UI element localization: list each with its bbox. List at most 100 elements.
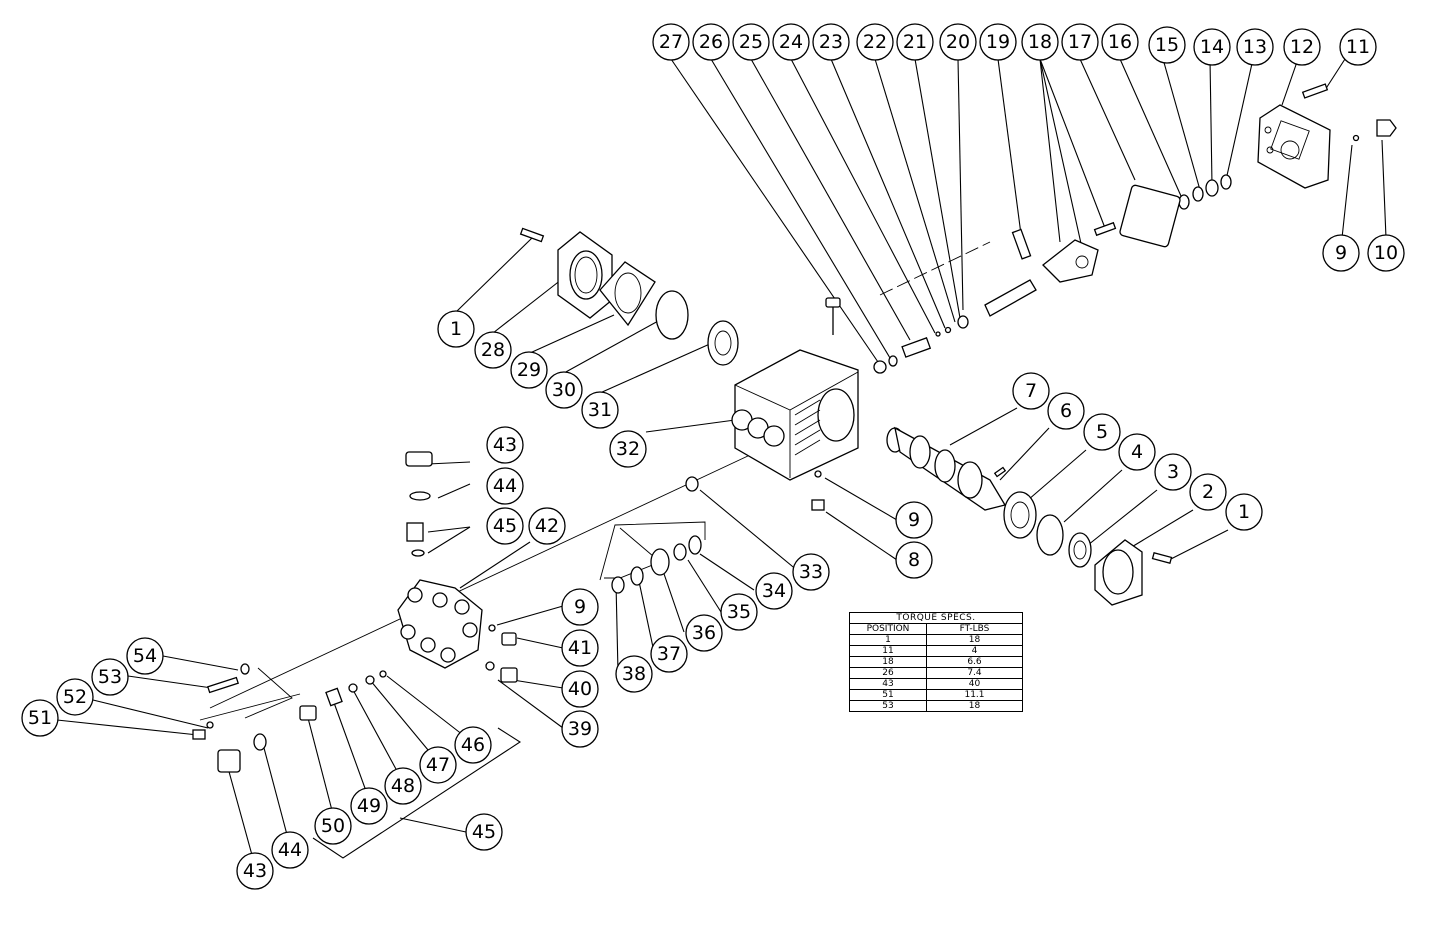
manifold xyxy=(397,579,483,669)
ring-26 xyxy=(888,355,898,367)
gasket-29 xyxy=(599,261,656,327)
callout-41: 41 xyxy=(561,629,599,667)
svg-text:26: 26 xyxy=(699,31,723,53)
bolt-18 xyxy=(1093,221,1117,237)
svg-text:51: 51 xyxy=(28,707,52,729)
callout-19: 19 xyxy=(979,23,1017,61)
svg-text:3: 3 xyxy=(1167,461,1179,483)
column-header-ft-lbs: FT-LBS xyxy=(926,623,1023,635)
callout-52: 52 xyxy=(56,678,94,716)
svg-text:9: 9 xyxy=(1335,242,1347,264)
plug-8 xyxy=(811,499,825,511)
plug-43-top xyxy=(405,451,433,467)
svg-text:53: 53 xyxy=(98,666,122,688)
svg-text:42: 42 xyxy=(535,515,559,537)
o-ring-4 xyxy=(1036,514,1064,556)
callout-26: 26 xyxy=(692,23,730,61)
callout-9-middle: 9 xyxy=(895,501,933,539)
svg-text:29: 29 xyxy=(517,359,541,381)
callout-23: 23 xyxy=(812,23,850,61)
side-cover-2 xyxy=(1094,539,1143,606)
position-cell: 18 xyxy=(849,656,927,668)
gasket-17 xyxy=(1119,184,1181,248)
pin-19 xyxy=(1011,228,1032,260)
callout-36: 36 xyxy=(685,614,723,652)
position-cell: 43 xyxy=(849,678,927,690)
svg-text:11: 11 xyxy=(1346,36,1370,58)
svg-text:35: 35 xyxy=(727,601,751,623)
svg-text:45: 45 xyxy=(472,821,496,843)
svg-text:17: 17 xyxy=(1068,31,1092,53)
valve-45-top xyxy=(406,522,424,542)
svg-text:19: 19 xyxy=(986,31,1010,53)
callout-53: 53 xyxy=(91,658,129,696)
torque-cell: 18 xyxy=(926,634,1023,646)
svg-text:9: 9 xyxy=(574,596,586,618)
svg-text:34: 34 xyxy=(762,580,786,602)
svg-text:33: 33 xyxy=(799,561,823,583)
callout-44-bottom: 44 xyxy=(271,831,309,869)
position-cell: 26 xyxy=(849,667,927,679)
callout-14: 14 xyxy=(1193,28,1231,66)
callout-38: 38 xyxy=(615,655,653,693)
svg-text:40: 40 xyxy=(568,678,592,700)
callout-44-top: 44 xyxy=(486,467,524,505)
leader-lines xyxy=(56,58,1387,867)
column-header-position: POSITION xyxy=(849,623,927,635)
callout-4: 4 xyxy=(1118,433,1156,471)
svg-text:13: 13 xyxy=(1243,36,1267,58)
svg-text:5: 5 xyxy=(1096,421,1108,443)
callout-labels: 27 26 25 24 23 22 21 20 19 18 17 16 15 1… xyxy=(21,23,1405,890)
svg-text:24: 24 xyxy=(779,31,803,53)
svg-text:28: 28 xyxy=(481,339,505,361)
callout-48: 48 xyxy=(384,767,422,805)
svg-text:21: 21 xyxy=(903,31,927,53)
callout-51: 51 xyxy=(21,699,59,737)
position-cell: 1 xyxy=(849,634,927,646)
callout-46: 46 xyxy=(454,726,492,764)
callout-10: 10 xyxy=(1367,234,1405,272)
callout-40: 40 xyxy=(561,670,599,708)
callout-27: 27 xyxy=(652,23,690,61)
callout-5: 5 xyxy=(1083,413,1121,451)
callout-11: 11 xyxy=(1339,28,1377,66)
svg-text:31: 31 xyxy=(588,399,612,421)
callout-15: 15 xyxy=(1148,26,1186,64)
seal-14 xyxy=(1205,179,1219,197)
callout-3: 3 xyxy=(1154,453,1192,491)
callout-47: 47 xyxy=(419,746,457,784)
callout-13: 13 xyxy=(1236,28,1274,66)
position-cell: 51 xyxy=(849,689,927,701)
svg-text:48: 48 xyxy=(391,775,415,797)
svg-text:8: 8 xyxy=(908,549,920,571)
table-title-row: TORQUE SPECS. xyxy=(849,612,1023,624)
callout-45-top: 45 xyxy=(486,507,524,545)
svg-text:47: 47 xyxy=(426,754,450,776)
svg-text:1: 1 xyxy=(450,318,462,340)
svg-text:43: 43 xyxy=(243,860,267,882)
svg-text:30: 30 xyxy=(552,379,576,401)
callout-28: 28 xyxy=(474,331,512,369)
svg-text:16: 16 xyxy=(1108,31,1132,53)
svg-text:37: 37 xyxy=(657,643,681,665)
svg-text:39: 39 xyxy=(568,718,592,740)
callout-34: 34 xyxy=(755,572,793,610)
svg-text:15: 15 xyxy=(1155,34,1179,56)
callout-35: 35 xyxy=(720,593,758,631)
callout-39: 39 xyxy=(561,710,599,748)
svg-text:36: 36 xyxy=(692,622,716,644)
bearing-31 xyxy=(707,320,739,366)
key-6 xyxy=(993,466,1007,478)
svg-text:4: 4 xyxy=(1131,441,1143,463)
svg-text:38: 38 xyxy=(622,663,646,685)
svg-text:45: 45 xyxy=(493,515,517,537)
callout-54: 54 xyxy=(126,637,164,675)
callout-42: 42 xyxy=(528,507,566,545)
callout-17: 17 xyxy=(1061,23,1099,61)
bolt-11 xyxy=(1301,83,1329,99)
